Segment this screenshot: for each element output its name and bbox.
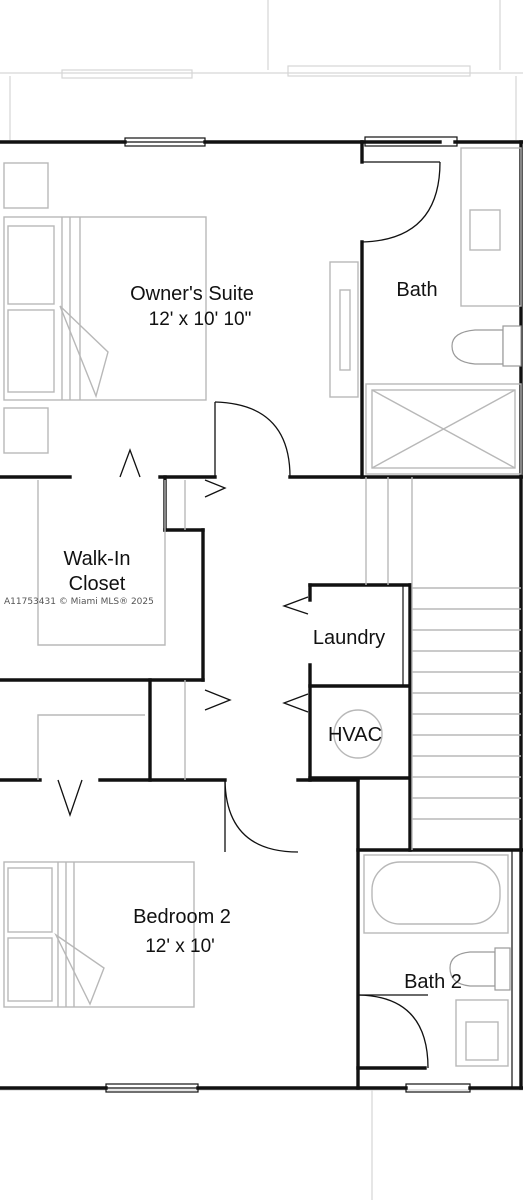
door-swings bbox=[57, 161, 441, 1069]
walk-in-closet-label-line2: Closet bbox=[69, 573, 126, 595]
closet-shelving bbox=[37, 480, 166, 646]
windows bbox=[105, 136, 471, 1093]
bath-label: Bath bbox=[396, 279, 437, 301]
bath-2-label: Bath 2 bbox=[404, 971, 462, 993]
hvac-unit bbox=[333, 709, 383, 759]
bedroom-2-furniture bbox=[3, 714, 195, 1008]
watermark: A11753431 © Miami MLS® 2025 bbox=[4, 597, 154, 607]
owners-suite-dims: 12' x 10' 10" bbox=[149, 309, 252, 330]
bedroom-2-dims: 12' x 10' bbox=[145, 936, 215, 957]
hvac-label: HVAC bbox=[328, 724, 382, 746]
interior-walls bbox=[0, 140, 523, 1090]
walk-in-closet-label-line1: Walk-In bbox=[63, 548, 130, 570]
laundry-label: Laundry bbox=[313, 627, 385, 649]
room-labels: Owner's Suite 12' x 10' 10" Bath Walk-In… bbox=[63, 279, 461, 993]
owners-suite-furniture bbox=[3, 162, 359, 454]
staircase bbox=[365, 477, 521, 850]
bath-2-fixtures bbox=[363, 854, 511, 1067]
exterior-walls bbox=[0, 140, 523, 1090]
owners-suite-label: Owner's Suite bbox=[130, 283, 254, 305]
bath-fixtures bbox=[365, 147, 522, 475]
bedroom-2-label: Bedroom 2 bbox=[133, 906, 231, 928]
